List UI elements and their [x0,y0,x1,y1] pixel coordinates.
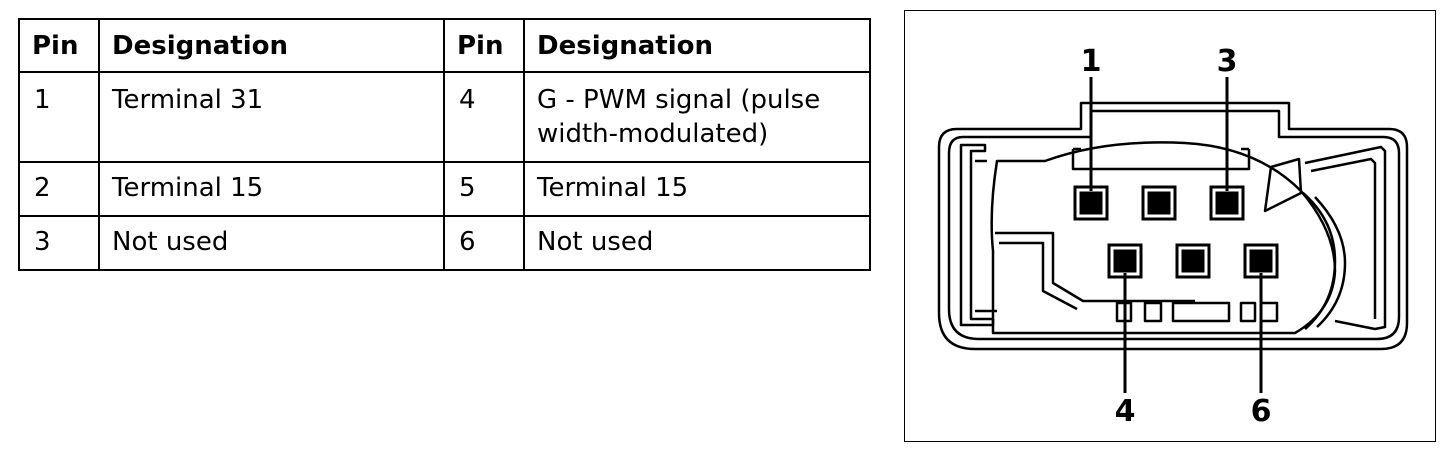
header-pin-1: Pin [18,18,100,73]
pin-number: 1 [18,71,100,163]
pin-assignment-table: Pin Designation Pin Designation 1 Termin… [18,18,871,271]
table-row: 2 Terminal 15 5 Terminal 15 [18,161,871,217]
pin-designation: Terminal 31 [98,71,445,163]
callout-pin-3: 3 [1217,44,1238,79]
table-header-row: Pin Designation Pin Designation [18,18,871,73]
guide-rail [1263,157,1303,213]
bottom-slot [1259,301,1279,323]
header-designation-2: Designation [523,18,871,73]
pin-designation: Not used [523,215,871,271]
header-designation-1: Designation [98,18,445,73]
pin-number: 4 [443,71,525,163]
bottom-slot [1239,301,1257,323]
connector-diagram-frame: 1 3 4 6 [904,10,1436,442]
contact-pin-3 [1215,191,1239,215]
pin-designation: Terminal 15 [523,161,871,217]
inner-contour [995,231,1195,303]
table-row: 1 Terminal 31 4 G - PWM signal (pulse wi… [18,71,871,163]
top-key-slot [1071,149,1251,171]
pin-number: 5 [443,161,525,217]
pin-designation: Not used [98,215,445,271]
header-pin-2: Pin [443,18,525,73]
pin-number: 6 [443,215,525,271]
contact-pin-2 [1147,191,1171,215]
pin-designation: G - PWM signal (pulse width-modulated) [523,71,871,163]
callout-pin-4: 4 [1115,394,1136,429]
contact-pin-4 [1113,249,1137,273]
pin-number: 3 [18,215,100,271]
pin-number: 2 [18,161,100,217]
right-latch [1304,145,1387,331]
table-row: 3 Not used 6 Not used [18,215,871,271]
pin-designation: Terminal 15 [98,161,445,217]
contact-pin-1 [1079,191,1103,215]
contact-pin-5 [1181,249,1205,273]
left-latch [959,143,995,327]
contact-pin-6 [1249,249,1273,273]
insert-body [990,141,1337,335]
callout-pin-6: 6 [1251,394,1272,429]
callout-pin-1: 1 [1081,44,1102,79]
bottom-slot [1171,301,1231,323]
bottom-slot [1143,301,1163,323]
key-cylinder [1302,192,1337,330]
connector-housing-outer [937,101,1409,351]
connector-housing-inner [947,109,1401,341]
connector-pinout-drawing: 1 3 4 6 [937,44,1409,429]
